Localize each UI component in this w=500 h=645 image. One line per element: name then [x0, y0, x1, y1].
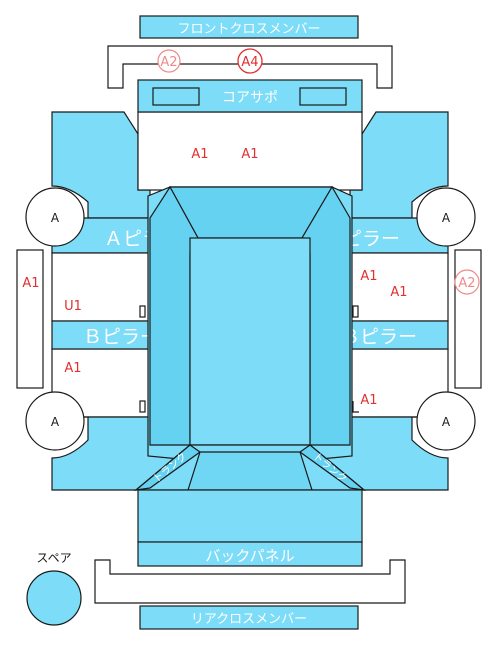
left-front-door-code: U1 [64, 299, 82, 314]
front-a4-marker [237, 48, 263, 74]
right-rear-handle [352, 401, 359, 413]
right-front-door[interactable] [349, 252, 449, 322]
hood-code-2: A1 [241, 147, 258, 162]
hood[interactable] [137, 111, 363, 191]
left-front-handle [139, 305, 146, 318]
spare-label: スペア [36, 551, 71, 565]
rear-cross-member[interactable]: リアクロスメンバー [139, 605, 359, 630]
right-front-door-code-2: A1 [390, 285, 407, 300]
core-support[interactable]: コアサポ [137, 79, 363, 113]
right-sill-marker [454, 269, 480, 295]
hood-code-1: A1 [191, 147, 208, 162]
left-front-door[interactable] [51, 252, 151, 322]
core-support-label: コアサポ [222, 90, 278, 106]
b-pillar-right-label: Ｂピラー [341, 326, 417, 348]
wheel-rear-right-label: A [442, 415, 451, 429]
back-panel-label: バックパネル [205, 547, 294, 565]
left-sill-code: A1 [22, 276, 39, 291]
right-front-handle [352, 305, 359, 318]
roof[interactable] [147, 185, 353, 461]
b-pillar-left-label: Ｂピラー [83, 326, 159, 348]
wheel-front-left-label: A [51, 211, 60, 225]
front-cross-member[interactable]: フロントクロスメンバー [139, 15, 359, 39]
wheel-front-left[interactable]: A [25, 187, 85, 247]
left-rear-handle [139, 400, 146, 413]
rear-cross-member-label: リアクロスメンバー [191, 612, 307, 627]
front-bumper[interactable] [107, 45, 393, 89]
wheel-front-right[interactable]: A [416, 187, 476, 247]
wheel-rear-left[interactable]: A [25, 391, 85, 451]
wheel-front-right-label: A [442, 211, 451, 225]
left-side-sill[interactable] [16, 249, 44, 389]
back-panel[interactable]: バックパネル [137, 541, 363, 567]
front-cross-member-label: フロントクロスメンバー [177, 22, 320, 37]
front-a4-code: A4 [241, 55, 258, 70]
wheel-rear-left-label: A [51, 415, 60, 429]
front-a2-marker [157, 49, 181, 73]
front-a2-code: A2 [160, 55, 177, 70]
right-sill-code: A2 [458, 276, 475, 291]
rear-bumper[interactable] [94, 559, 406, 604]
right-front-door-code-1: A1 [360, 269, 377, 284]
wheel-rear-right[interactable]: A [416, 391, 476, 451]
trunk-lid[interactable] [137, 489, 363, 543]
spare-tire[interactable]: スペア [26, 551, 82, 626]
left-rear-door-code: A1 [64, 361, 81, 376]
right-rear-door-code: A1 [360, 393, 377, 408]
